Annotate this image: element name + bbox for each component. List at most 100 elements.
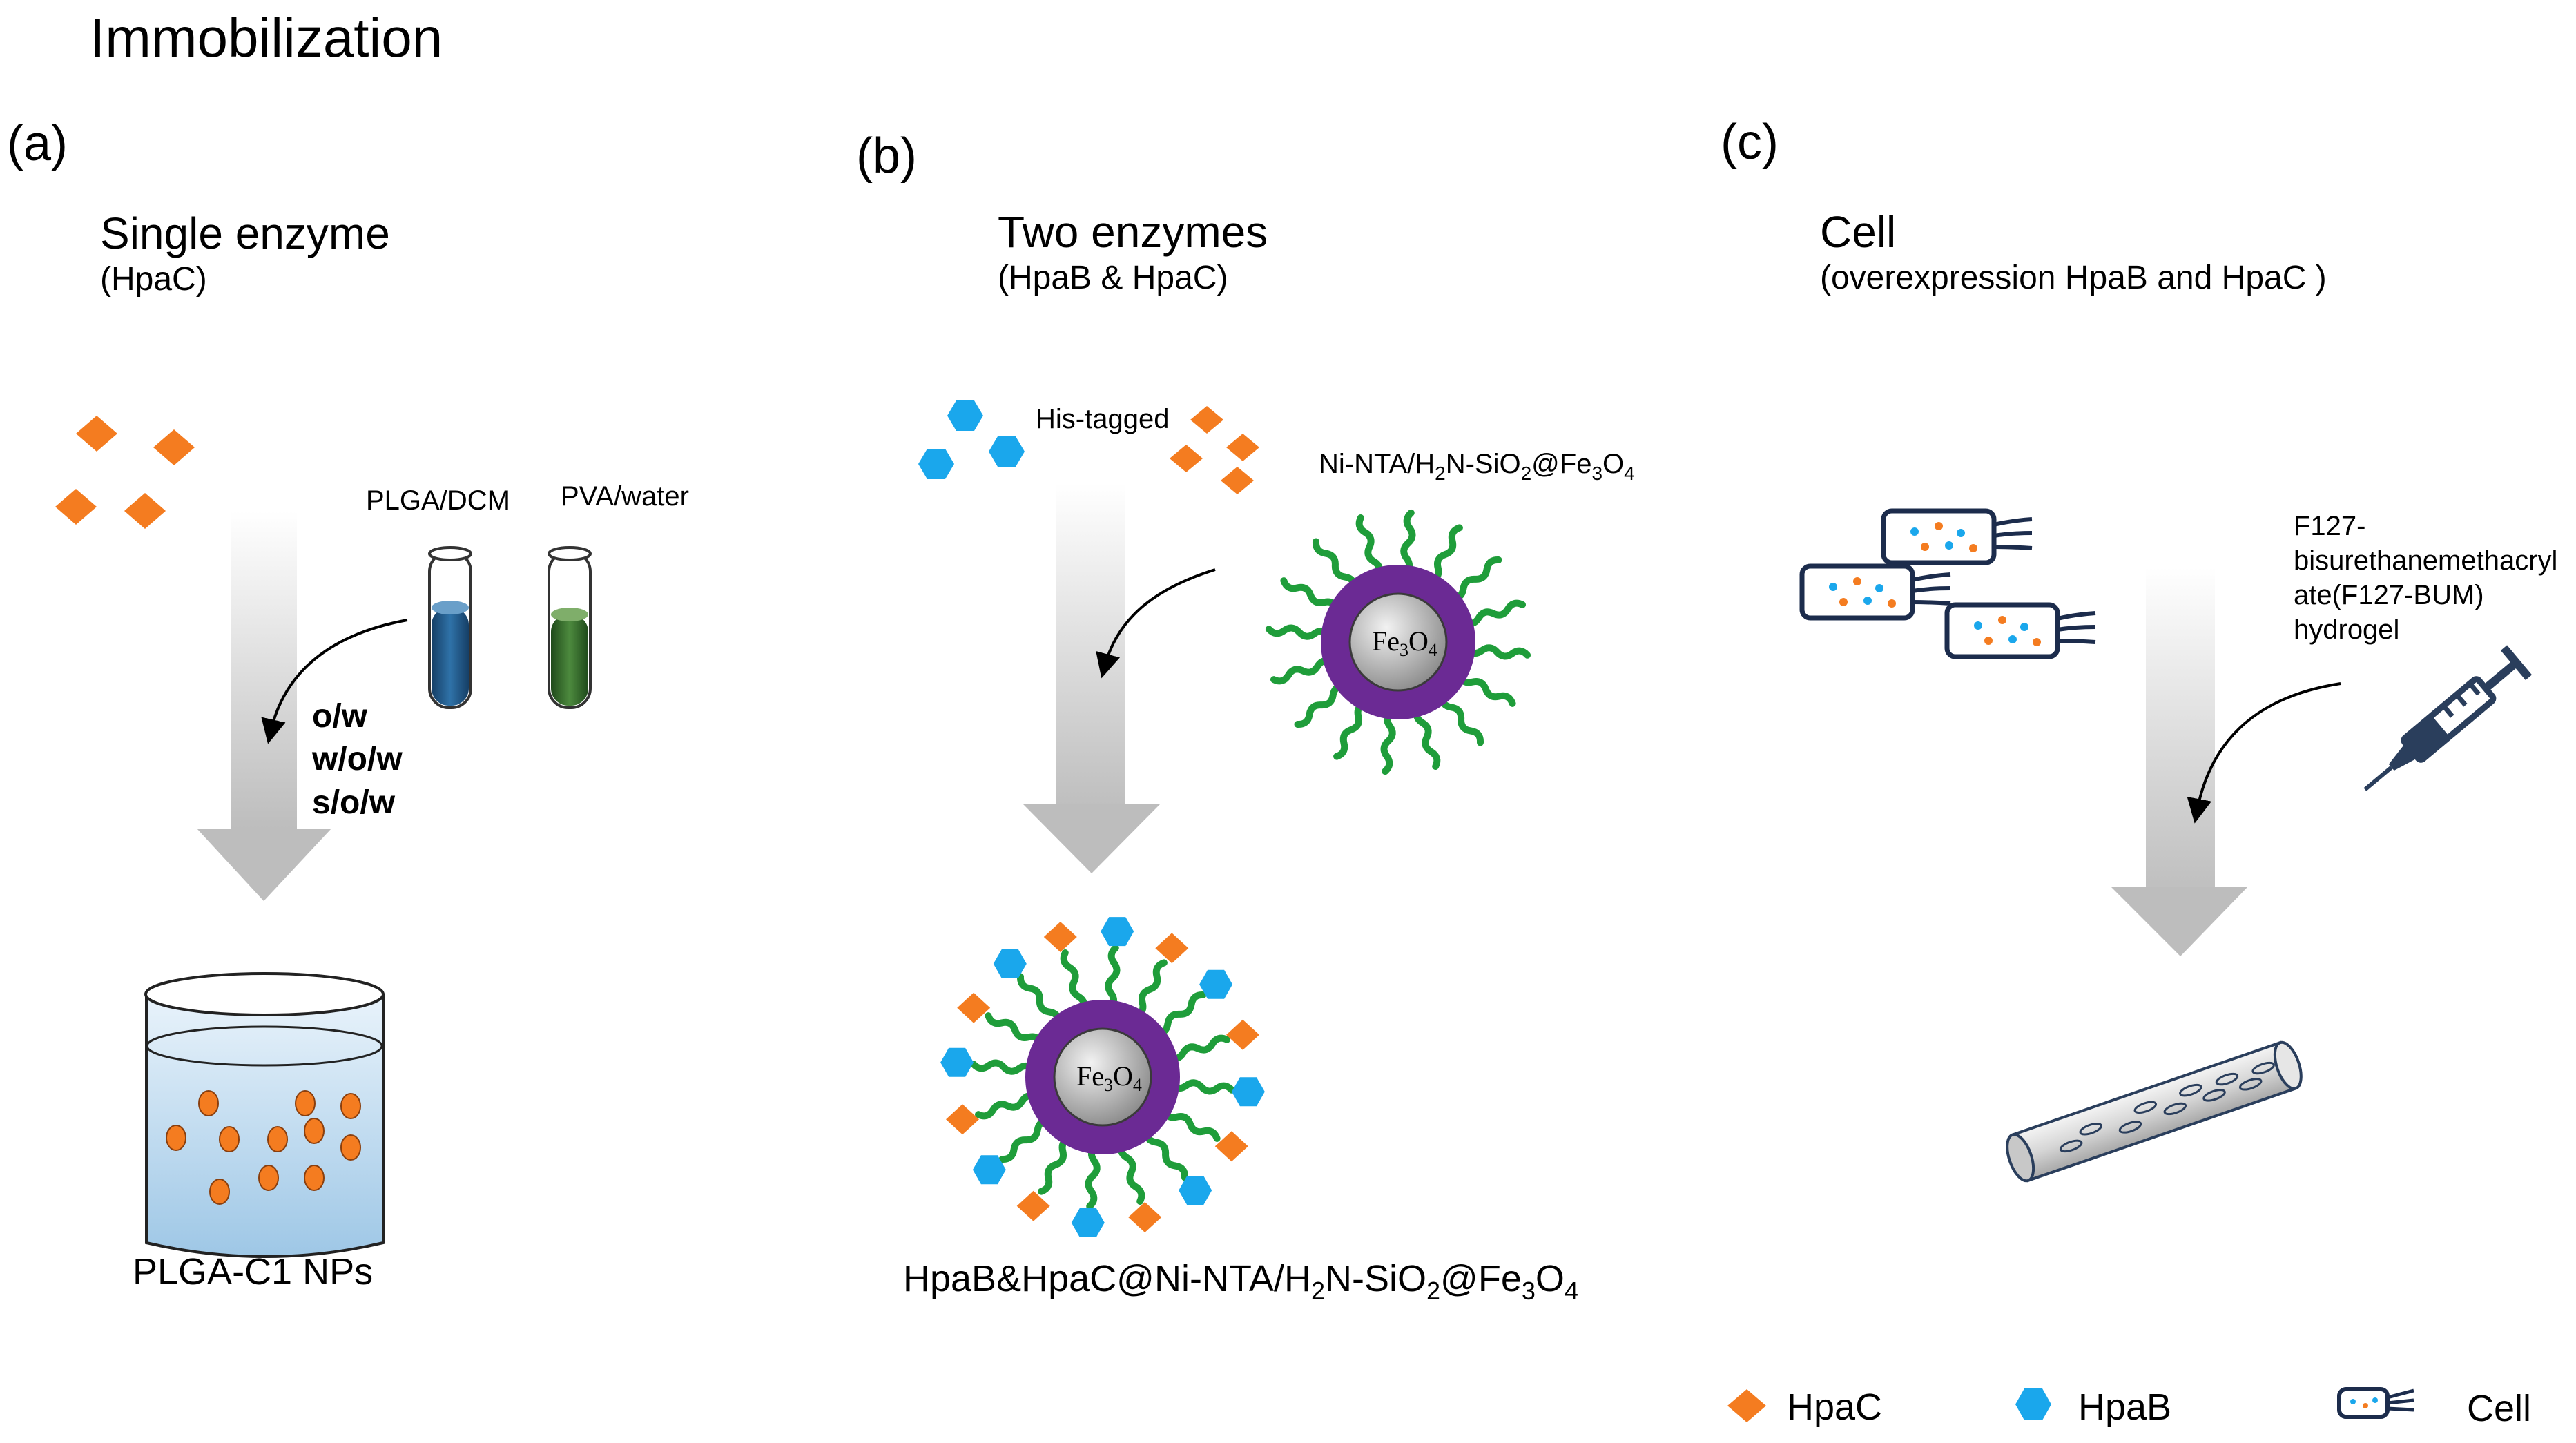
- fe3o4-core: [1348, 592, 1448, 692]
- nanoparticle: [304, 1118, 325, 1144]
- hpab-hexagon: [1231, 1077, 1265, 1107]
- hpac-diamond: [1016, 1190, 1050, 1221]
- linker-chain: [1438, 692, 1484, 746]
- panel-a-heading: Single enzyme: [100, 209, 390, 258]
- entrapped-cell: [2179, 1083, 2202, 1097]
- entrapped-cell: [2059, 1139, 2083, 1153]
- linker-chain: [1333, 699, 1369, 760]
- linker-chain: [1355, 514, 1384, 580]
- panel-c-heading: Cell: [1820, 207, 1896, 257]
- entrapped-cell: [2215, 1072, 2239, 1086]
- linker-chain: [1463, 644, 1531, 660]
- legend-hpab-label: HpaB: [2078, 1386, 2171, 1428]
- hydrogel-line-4: hydrogel: [2294, 614, 2399, 645]
- hpac-diamond: [1190, 406, 1223, 434]
- linker-chain: [1152, 991, 1207, 1037]
- linker-chain: [1132, 959, 1168, 1020]
- fe3o4-core: [1053, 1027, 1152, 1127]
- hpab-hexagon: [1101, 917, 1134, 947]
- entrapped-cell: [2133, 1101, 2158, 1114]
- cells: [1799, 508, 2096, 659]
- bound-enzymes: [940, 917, 1265, 1237]
- hpab-hexagon: [1071, 1208, 1105, 1237]
- nanoparticle: [258, 1165, 279, 1191]
- cell: [1944, 602, 2096, 659]
- hpac-diamond: [153, 429, 195, 465]
- linker-chains: [1265, 509, 1531, 775]
- hpac-diamond: [1128, 1202, 1162, 1232]
- panel-b-hpac-diamonds: [1170, 406, 1259, 494]
- linker-chain: [1427, 524, 1463, 585]
- hydrogel-line-2: bisurethanemethacryl: [2294, 545, 2557, 576]
- linker-chain: [1294, 682, 1348, 728]
- panel-b-process-arrow: [1023, 483, 1160, 873]
- hpab-hexagon: [972, 1155, 1006, 1185]
- nanoparticle: [295, 1090, 316, 1116]
- his-tagged-label: His-tagged: [1036, 404, 1169, 434]
- entrapped-cell: [2079, 1123, 2102, 1136]
- cell: [1799, 563, 1951, 621]
- linker-chain: [1400, 509, 1416, 577]
- hpac-diamond: [124, 493, 166, 529]
- hydrogel-line-3: ate(F127-BUM): [2294, 580, 2484, 610]
- hpab-hexagon: [1179, 1176, 1212, 1205]
- nanoparticle: [340, 1093, 361, 1119]
- hpac-diamond: [946, 1104, 979, 1135]
- linker-chain: [1460, 599, 1526, 628]
- panel-b-hpab-hexagons: [918, 400, 1025, 479]
- pva-water-tube: [548, 546, 592, 709]
- panel-b-curved-arrow: [1096, 568, 1216, 679]
- panel-b: (b) Two enzymes (HpaB & HpaC) His-tagged…: [856, 128, 1635, 1305]
- hydrogel-rod: [2006, 1040, 2303, 1183]
- hpac-diamond: [1226, 434, 1259, 461]
- support-label: Ni-NTA/H2N-SiO2@Fe3O4: [1319, 449, 1635, 484]
- legend-cell-label: Cell: [2467, 1388, 2531, 1429]
- nanoparticle: [267, 1126, 288, 1152]
- hpab-hexagon: [940, 1047, 974, 1077]
- panel-a-label: (a): [7, 116, 68, 171]
- hpab-hexagon: [989, 436, 1025, 467]
- panel-b-product: HpaB&HpaC@Ni-NTA/H2N-SiO2@Fe3O4: [903, 1258, 1578, 1305]
- nanoparticle: [304, 1165, 325, 1191]
- panel-a-subheading: (HpaC): [100, 261, 207, 298]
- panel-c-label: (c): [1721, 115, 1779, 170]
- core-label: Fe3O4: [1372, 626, 1437, 660]
- entrapped-cell: [2202, 1089, 2226, 1102]
- panel-c-process-arrow: [2111, 568, 2247, 956]
- method-ow: o/w: [312, 698, 368, 735]
- entrapped-cells: [2059, 1061, 2275, 1153]
- linker-chain: [1280, 577, 1341, 613]
- hpac-diamond: [55, 489, 97, 525]
- hpac-diamond: [1170, 445, 1203, 472]
- linker-chain: [1448, 556, 1502, 602]
- linker-chain: [975, 1092, 1040, 1120]
- hpab-hexagon: [947, 400, 983, 431]
- panel-c-curved-arrow: [2187, 682, 2341, 824]
- nanoparticle: [340, 1134, 361, 1161]
- linker-chain: [1165, 1034, 1230, 1063]
- panel-c: (c) Cell (overexpression HpaB and HpaC )…: [1721, 115, 2557, 1183]
- linker-chain: [969, 1059, 1038, 1075]
- panel-b-heading: Two enzymes: [998, 207, 1268, 257]
- hpac-diamond: [1155, 933, 1189, 964]
- hpac-diamond: [1214, 1131, 1248, 1162]
- figure-title: Immobilization: [90, 7, 443, 68]
- nanoparticle: [219, 1126, 240, 1152]
- entrapped-cell: [2238, 1078, 2263, 1091]
- linker-chain: [1143, 1127, 1189, 1181]
- panel-b-subheading: (HpaB & HpaC): [998, 260, 1228, 296]
- legend-cell-icon: [2337, 1387, 2414, 1419]
- plga-dcm-label: PLGA/DCM: [366, 485, 510, 516]
- linker-chains: [969, 944, 1236, 1210]
- linker-chain: [1413, 704, 1441, 770]
- linker-chain: [1060, 949, 1088, 1015]
- hpac-diamond: [1043, 922, 1077, 952]
- entrapped-cell: [2251, 1061, 2275, 1075]
- linker-chain: [1380, 707, 1396, 775]
- panel-a-curved-arrow: [261, 619, 408, 744]
- hpab-hexagon: [918, 449, 954, 479]
- linker-chain: [1312, 538, 1358, 592]
- linker-chain: [1105, 944, 1121, 1012]
